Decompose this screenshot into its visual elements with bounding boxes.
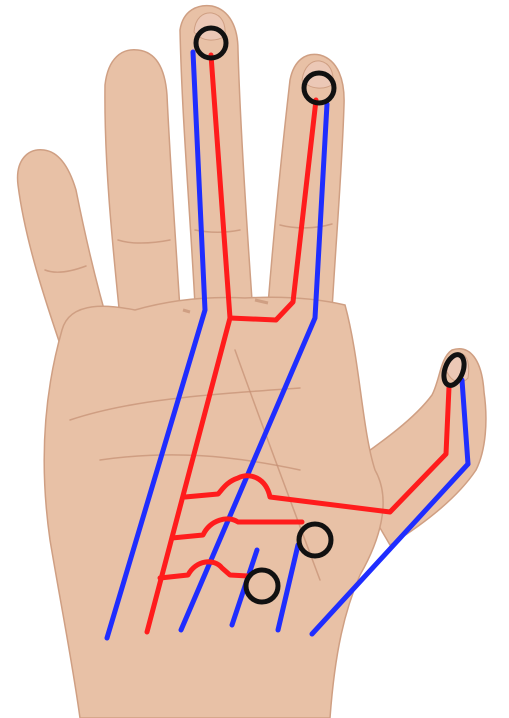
finger-gap-1 bbox=[183, 310, 190, 312]
palm-shape bbox=[44, 297, 383, 718]
hand-palm-icon bbox=[18, 6, 486, 718]
ring-finger-shape bbox=[105, 50, 180, 318]
